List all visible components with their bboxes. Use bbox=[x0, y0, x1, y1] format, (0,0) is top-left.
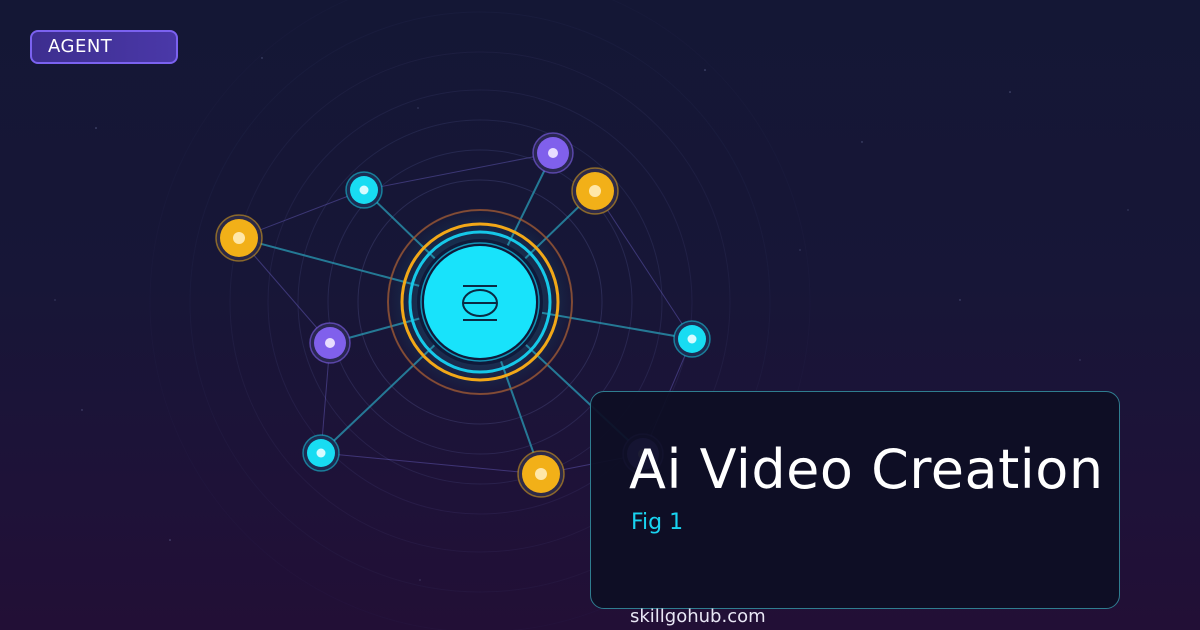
site-url: skillgohub.com bbox=[630, 606, 766, 627]
theta-symbol-icon bbox=[462, 285, 498, 321]
node-amber-top-right bbox=[571, 167, 619, 215]
title-card: Ai Video Creation Fig 1 bbox=[590, 391, 1120, 609]
node-violet-top bbox=[532, 132, 574, 174]
node-amber-bottom bbox=[517, 450, 565, 498]
node-cyan-right bbox=[673, 320, 711, 358]
agent-badge: AGENT bbox=[30, 30, 178, 64]
node-violet-left bbox=[309, 322, 351, 364]
card-title: Ai Video Creation bbox=[629, 438, 1104, 501]
central-hub bbox=[385, 207, 575, 397]
background-stars bbox=[54, 57, 1129, 581]
node-amber-left bbox=[215, 214, 263, 262]
node-cyan-lower-left bbox=[302, 434, 340, 472]
card-subtitle: Fig 1 bbox=[631, 510, 684, 535]
node-cyan-upper-left bbox=[345, 171, 383, 209]
